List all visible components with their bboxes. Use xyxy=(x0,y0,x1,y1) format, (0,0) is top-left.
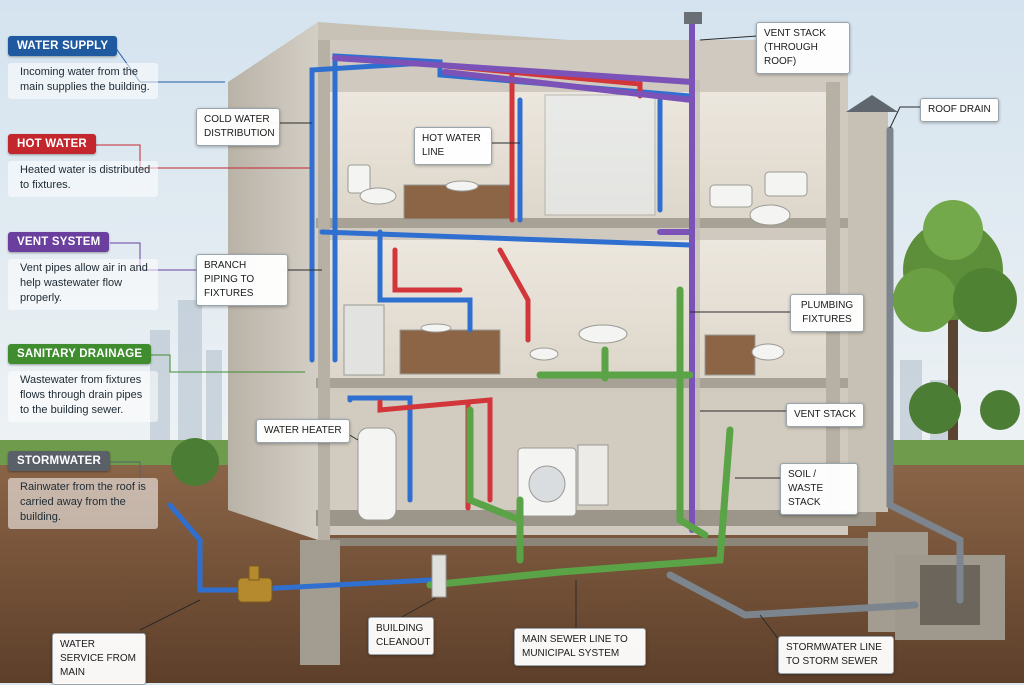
callout-water-service: WATER SERVICE FROM MAIN xyxy=(52,633,146,685)
fixtures xyxy=(343,94,808,521)
cleanout xyxy=(431,554,447,598)
storm-pipes xyxy=(666,126,964,619)
callout-plumbing-fixtures: PLUMBING FIXTURES xyxy=(790,294,864,332)
drain-pipes xyxy=(426,286,734,589)
legend-desc-water-supply: Incoming water from the main supplies th… xyxy=(8,63,158,99)
legend-water-supply: WATER SUPPLY Incoming water from the mai… xyxy=(8,36,158,99)
legend-vent-system: VENT SYSTEM Vent pipes allow air in and … xyxy=(8,232,158,310)
legend-desc-stormwater: Rainwater from the roof is carried away … xyxy=(8,478,158,529)
bush xyxy=(171,382,1020,486)
callout-roof-drain: ROOF DRAIN xyxy=(920,98,999,122)
legend-sanitary-drainage: SANITARY DRAINAGE Wastewater from fixtur… xyxy=(8,344,158,422)
legend-title-vent-system: VENT SYSTEM xyxy=(8,232,110,252)
callout-vent-stack: VENT STACK xyxy=(786,403,864,427)
legend-title-stormwater: STORMWATER xyxy=(8,451,110,471)
legend-desc-vent-system: Vent pipes allow air in and help wastewa… xyxy=(8,259,158,310)
callout-stormwater-line: STORMWATER LINE TO STORM SEWER xyxy=(778,636,894,674)
callout-main-sewer: MAIN SEWER LINE TO MUNICIPAL SYSTEM xyxy=(514,628,646,666)
vent-cap xyxy=(684,12,702,24)
callout-soil-waste-stack: SOIL / WASTE STACK xyxy=(780,463,858,515)
callout-building-cleanout: BUILDING CLEANOUT xyxy=(368,617,434,655)
tree xyxy=(893,200,1017,440)
valve xyxy=(237,565,273,603)
legend-title-water-supply: WATER SUPPLY xyxy=(8,36,118,56)
legend-stormwater: STORMWATER Rainwater from the roof is ca… xyxy=(8,451,158,529)
legend-desc-sanitary-drainage: Wastewater from fixtures flows through d… xyxy=(8,371,158,422)
callout-water-heater: WATER HEATER xyxy=(256,419,350,443)
legend-desc-hot-water: Heated water is distributed to fixtures. xyxy=(8,161,158,197)
legend-title-hot-water: HOT WATER xyxy=(8,134,96,154)
callout-hot-water-line: HOT WATER LINE xyxy=(414,127,492,165)
callout-cold-water-distribution: COLD WATER DISTRIBUTION xyxy=(196,108,280,146)
legend-hot-water: HOT WATER Heated water is distributed to… xyxy=(8,134,158,197)
legend-title-sanitary-drainage: SANITARY DRAINAGE xyxy=(8,344,152,364)
callout-branch-piping: BRANCH PIPING TO FIXTURES xyxy=(196,254,288,306)
vent-pipes xyxy=(332,19,695,533)
callout-vent-stack-roof: VENT STACK (THROUGH ROOF) xyxy=(756,22,850,74)
